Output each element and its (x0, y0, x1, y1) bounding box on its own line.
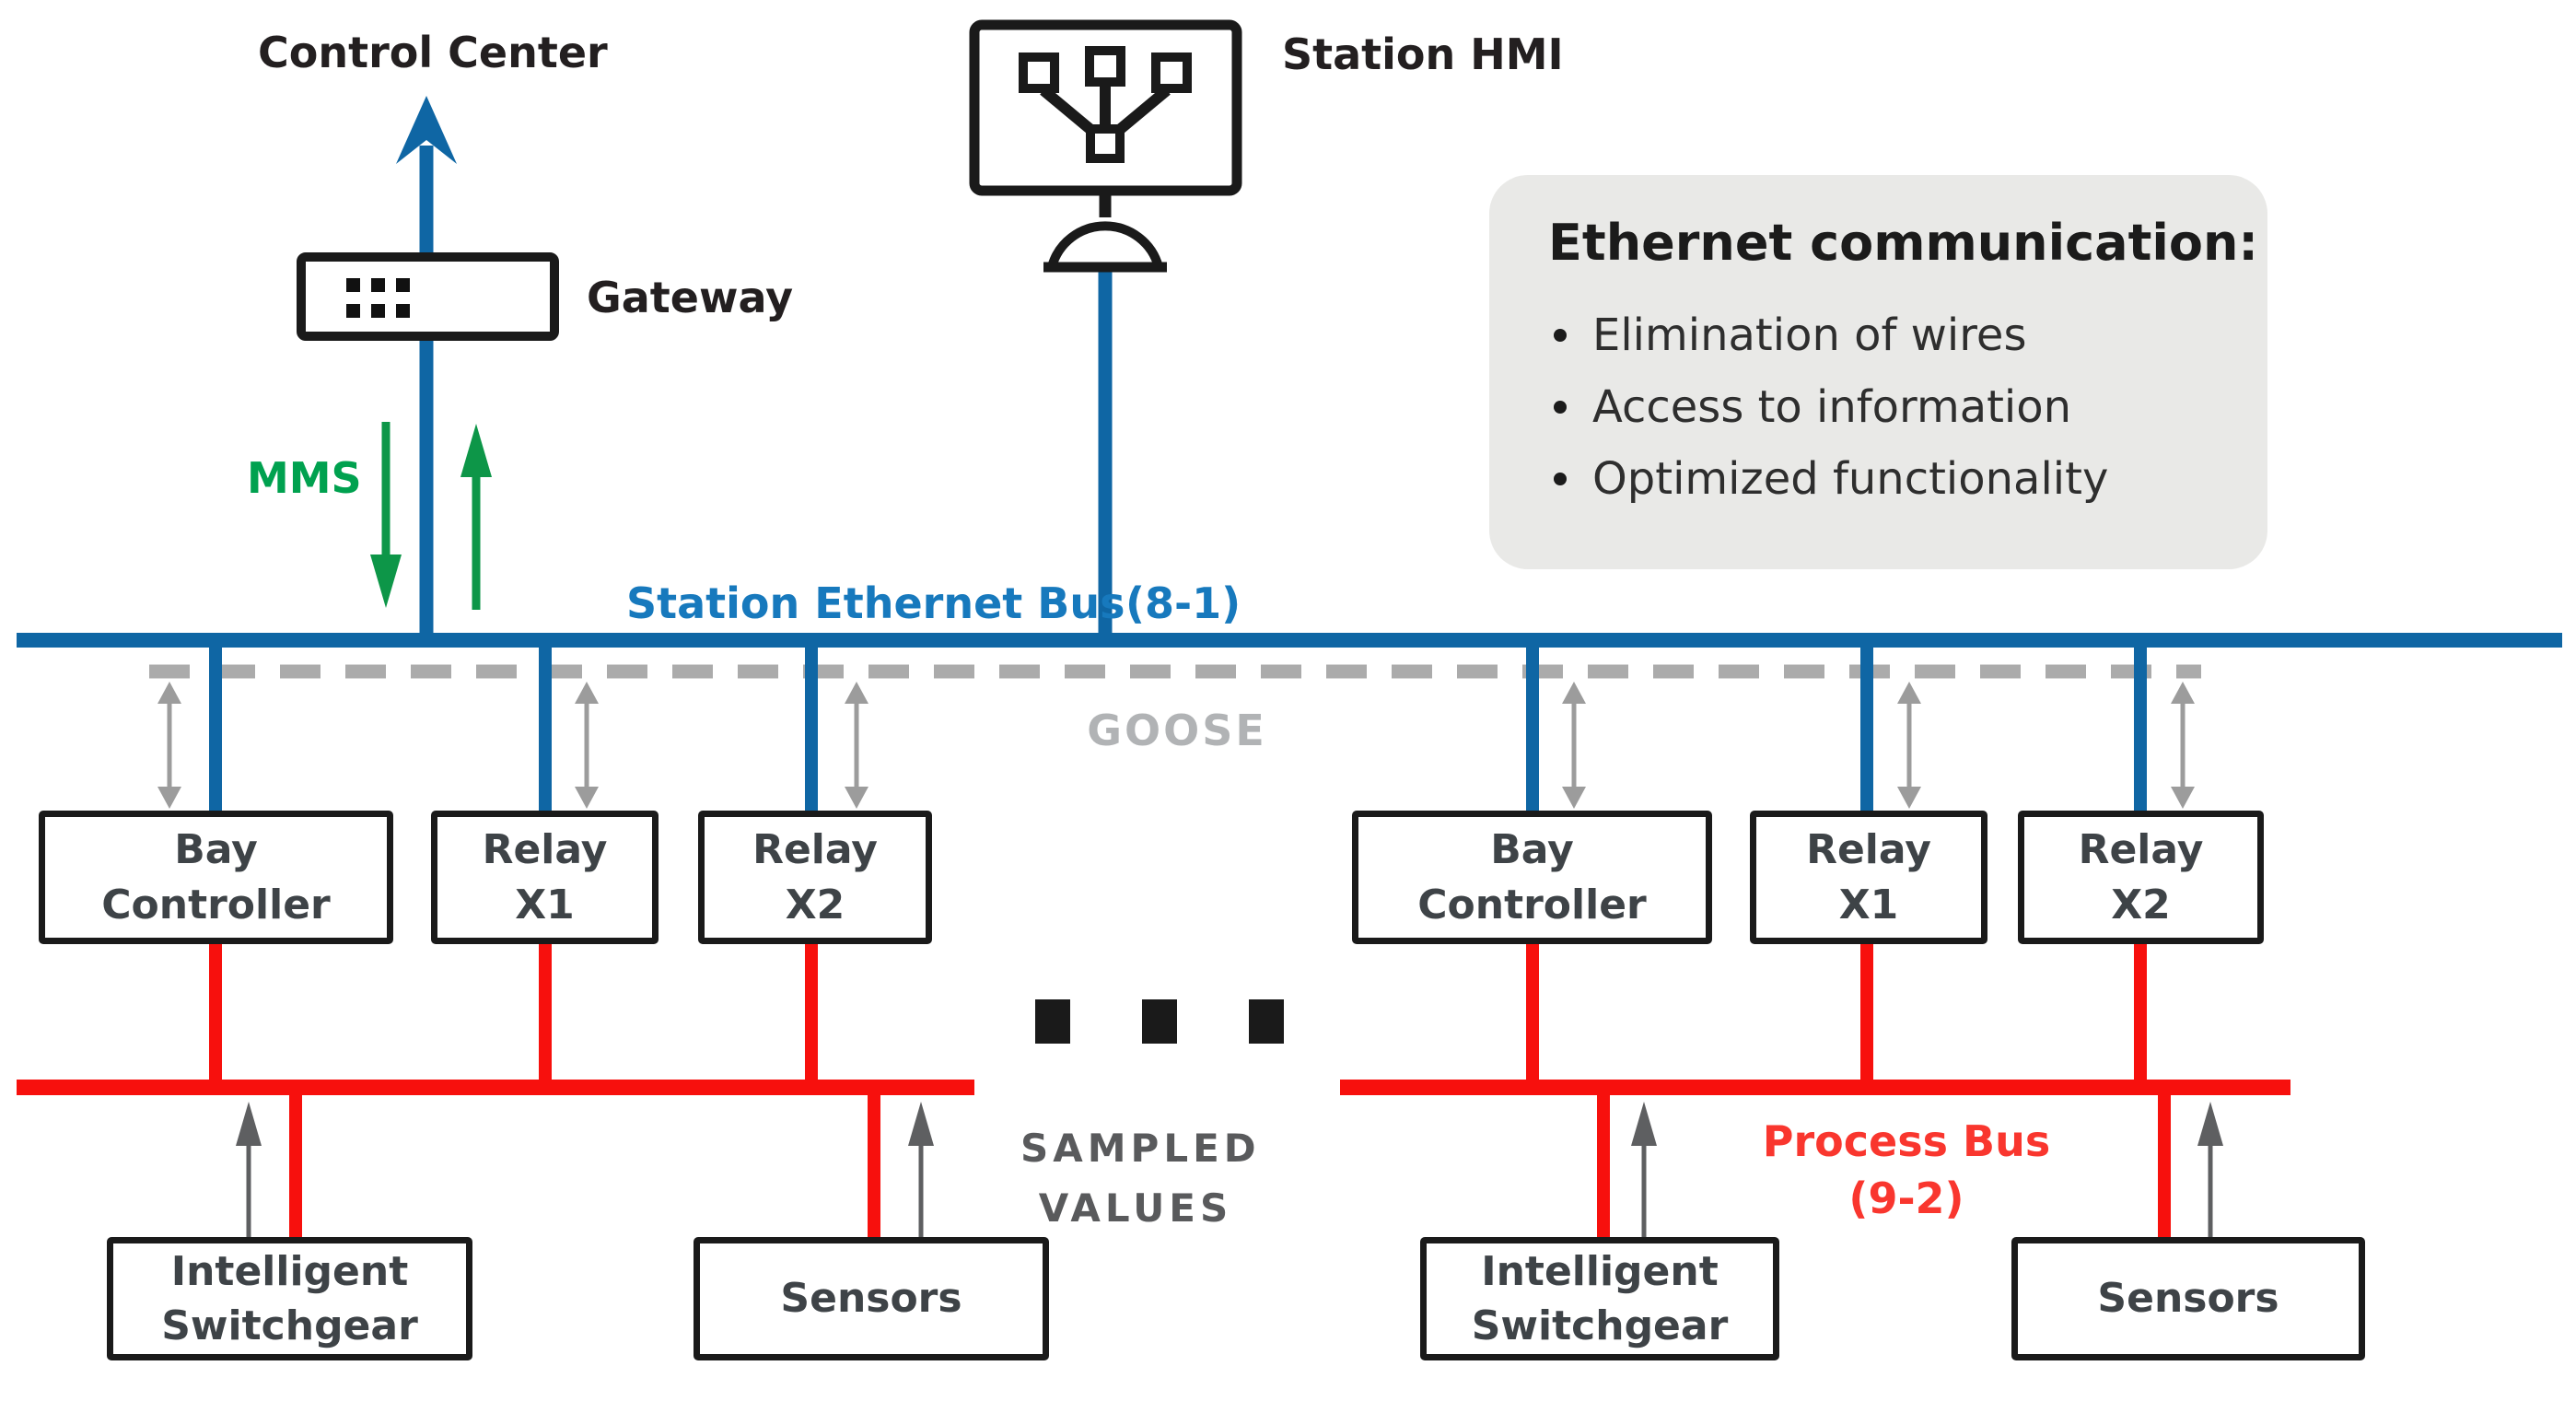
box-label-line: Intelligent (170, 1247, 409, 1295)
continuation-dots (1035, 999, 1284, 1044)
process-drop-lines-lower (289, 1092, 2171, 1243)
box-label-line: Relay (1806, 826, 1931, 874)
mms-label: MMS (247, 453, 362, 503)
box-label-line: Relay (752, 826, 878, 874)
relay-x1-box-left: Relay X1 (431, 811, 659, 944)
box-label-line: X2 (785, 881, 845, 928)
box-label-line: Relay (482, 826, 608, 874)
goose-arrow-3 (845, 682, 868, 809)
sensors-box-right: Sensors (2011, 1237, 2365, 1360)
process-bus-line-left (17, 1080, 974, 1095)
process-bus-name: Process Bus (1762, 1116, 2051, 1166)
gateway-vent-dot (371, 278, 385, 292)
process-bus-label: Process Bus (9-2) (1759, 1116, 2054, 1223)
intelligent-switchgear-box-left: Intelligent Switchgear (107, 1237, 472, 1360)
relay-x1-box-right: Relay X1 (1750, 811, 1987, 944)
gateway-vent-dot (396, 304, 410, 318)
box-label-line: Controller (101, 881, 331, 928)
intelligent-switchgear-box-right: Intelligent Switchgear (1420, 1237, 1779, 1360)
station-bus-standard-tag: (8-1) (1125, 578, 1241, 628)
box-label-line: X1 (515, 881, 575, 928)
sampled-values-line1: SAMPLED (1020, 1126, 1261, 1171)
gateway-vent-dot (371, 304, 385, 318)
sv-arrow-sensors-left (908, 1102, 934, 1240)
station-ethernet-bus-line (17, 633, 2562, 648)
box-label-line: Switchgear (1471, 1302, 1729, 1349)
bullet-dot (1554, 401, 1567, 414)
box-label-line: Intelligent (1481, 1247, 1719, 1295)
goose-exchange-arrows (157, 682, 2195, 809)
gateway-icon (297, 252, 559, 341)
goose-arrow-4 (1562, 682, 1586, 809)
goose-arrow-1 (157, 682, 181, 809)
bay-controller-box-right: Bay Controller (1352, 811, 1712, 944)
goose-label: GOOSE (1087, 706, 1267, 755)
gateway-vent-dot (346, 278, 360, 292)
sampled-values-label: SAMPLED VALUES (1020, 1126, 1261, 1231)
station-ethernet-bus-label: Station Ethernet Bus (626, 578, 1125, 628)
box-label-line: X1 (1838, 881, 1899, 928)
info-bullet-label: Optimized functionality (1592, 453, 2109, 505)
process-drop-lines-upper (209, 941, 2147, 1087)
info-bullet-row: Access to information (1548, 371, 2216, 443)
gateway-vent-dot (346, 304, 360, 318)
station-hmi-icon (969, 19, 1242, 273)
gateway-label: Gateway (587, 273, 794, 322)
box-label-line: Sensors (2097, 1275, 2279, 1323)
info-bullet-row: Elimination of wires (1548, 299, 2216, 371)
process-bus-line-right (1340, 1080, 2290, 1095)
control-center-arrow (396, 96, 457, 263)
mms-down-arrow (370, 422, 402, 608)
station-hmi-label: Station HMI (1282, 29, 1564, 79)
sampled-values-line2: VALUES (1038, 1185, 1233, 1231)
box-label-line: Controller (1417, 881, 1647, 928)
box-label-line: Bay (174, 826, 258, 874)
bullet-dot (1554, 329, 1567, 342)
box-label-line: Sensors (780, 1275, 962, 1323)
relay-x2-box-right: Relay X2 (2018, 811, 2264, 944)
control-center-label: Control Center (258, 28, 608, 77)
info-panel-title: Ethernet communication: (1548, 214, 2259, 272)
sensors-box-left: Sensors (694, 1237, 1049, 1360)
info-bullet-label: Elimination of wires (1592, 309, 2027, 361)
bullet-dot (1554, 473, 1567, 485)
goose-arrow-5 (1897, 682, 1921, 809)
relay-x2-box-left: Relay X2 (698, 811, 932, 944)
goose-arrow-2 (575, 682, 599, 809)
box-label-line: X2 (2111, 881, 2171, 928)
bay-controller-box-left: Bay Controller (39, 811, 393, 944)
sampled-values-arrows (236, 1102, 2223, 1240)
ethernet-drop-lines (209, 640, 2147, 816)
info-bullet-label: Access to information (1592, 381, 2072, 433)
gateway-vent-dot (396, 278, 410, 292)
ethernet-info-panel: Ethernet communication: Elimination of w… (1489, 175, 2267, 569)
info-bullet-row: Optimized functionality (1548, 443, 2216, 515)
goose-arrow-6 (2171, 682, 2195, 809)
mms-up-arrow (460, 424, 492, 610)
box-label-line: Relay (2078, 826, 2204, 874)
sv-arrow-switchgear-right (1631, 1102, 1657, 1240)
sv-arrow-switchgear-left (236, 1102, 262, 1240)
process-bus-standard-tag: (9-2) (1848, 1173, 1964, 1223)
box-label-line: Switchgear (161, 1302, 418, 1349)
box-label-line: Bay (1490, 826, 1574, 874)
sv-arrow-sensors-right (2197, 1102, 2223, 1240)
